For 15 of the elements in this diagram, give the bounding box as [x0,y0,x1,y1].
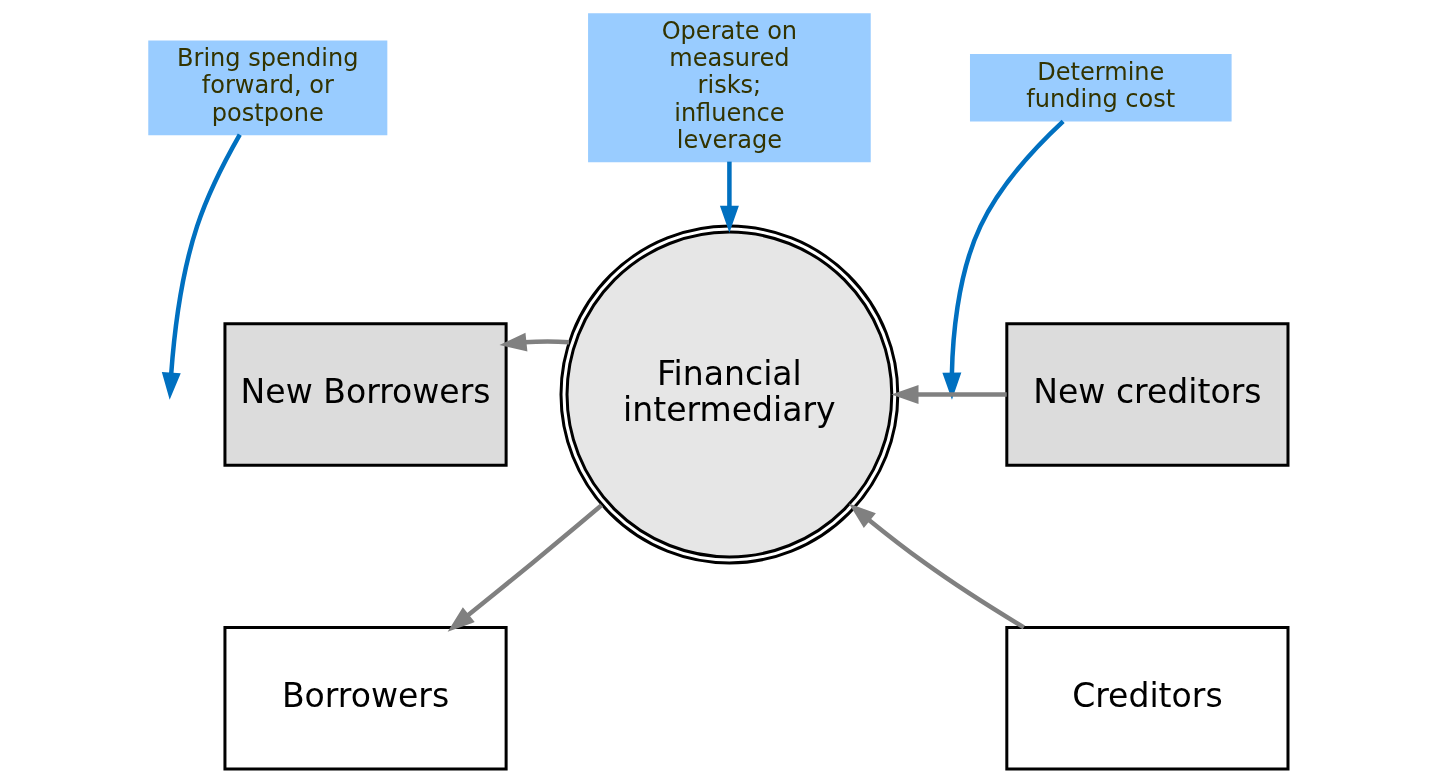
arrow [161,133,242,400]
node-box: Creditors [1004,626,1289,771]
node-box: New creditors [1004,322,1289,467]
arrow [890,385,1007,404]
node-box: Bring spending forward, or postpone [147,40,387,136]
node-box: Operate on measured risks; influence leverage [587,13,871,163]
arrow [447,503,603,632]
node-circle: Financial intermediary [559,224,899,565]
node-box: New Borrowers [222,322,508,467]
arrow [941,119,1065,400]
node-box: Borrowers [222,626,508,771]
arrow [848,503,1025,630]
arrow [498,332,569,352]
node-box: Determine funding cost [969,53,1232,122]
arrow [719,161,739,233]
